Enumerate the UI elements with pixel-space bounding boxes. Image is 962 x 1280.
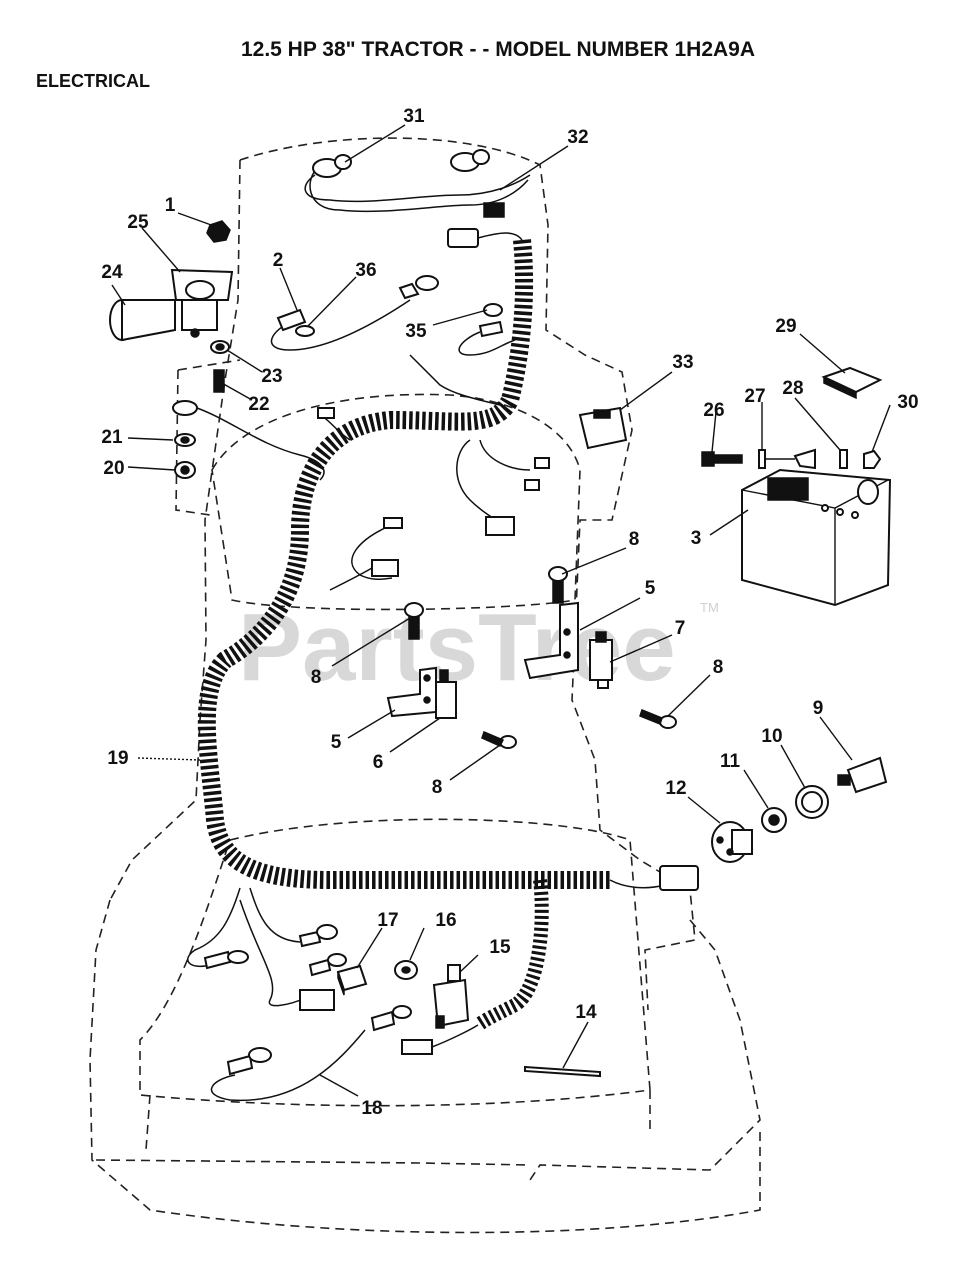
- callout-20: 20: [103, 458, 124, 479]
- callout-35: 35: [405, 321, 427, 342]
- callout-36: 36: [355, 260, 376, 281]
- watermark-trademark: TM: [700, 600, 719, 615]
- callout-16: 16: [435, 910, 456, 931]
- nut-part-30: [863, 449, 882, 469]
- callout-22: 22: [248, 394, 269, 415]
- wire-part-18: [187, 887, 412, 1102]
- callout-29: 29: [775, 316, 796, 337]
- callout-12: 12: [665, 778, 686, 799]
- callout-33: 33: [672, 352, 693, 373]
- callout-5-right: 5: [645, 578, 656, 599]
- callout-32: 32: [567, 127, 588, 148]
- section-label: ELECTRICAL: [36, 71, 150, 91]
- callout-18: 18: [361, 1098, 382, 1119]
- bezel-part-10: [795, 785, 829, 819]
- callout-28: 28: [782, 378, 803, 399]
- callout-2: 2: [273, 250, 284, 271]
- page-title: 12.5 HP 38" TRACTOR - - MODEL NUMBER 1H2…: [241, 38, 755, 61]
- callout-19: 19: [107, 748, 128, 769]
- callout-8-bottom: 8: [432, 777, 443, 798]
- callout-6: 6: [373, 752, 384, 773]
- ground-wire-part-35: [409, 303, 516, 406]
- callout-1: 1: [165, 195, 176, 216]
- bolt-part-22: [213, 369, 225, 393]
- callout-14: 14: [575, 1002, 597, 1023]
- washer-part-27: [758, 449, 795, 469]
- callout-8-top: 8: [629, 529, 640, 550]
- callout-27: 27: [744, 386, 765, 407]
- callout-31: 31: [403, 106, 425, 127]
- callout-8-left: 8: [311, 667, 322, 688]
- key-part-9: [837, 756, 888, 794]
- callout-17: 17: [377, 910, 398, 931]
- light-switch-part-33: [578, 406, 628, 450]
- callout-23: 23: [261, 366, 282, 387]
- leader-lines: [111, 124, 891, 1097]
- battery-part-3: [741, 468, 892, 607]
- callout-10: 10: [761, 726, 782, 747]
- washer-part-23: [210, 340, 230, 354]
- ground-wire-part-2: [270, 275, 439, 351]
- bracket-part-5-left: [386, 666, 437, 718]
- headlight-bulb-part-31: [312, 149, 490, 178]
- bolt-part-26: [701, 451, 743, 467]
- callout-8-right: 8: [713, 657, 724, 678]
- interlock-switch-part-6: [435, 669, 457, 719]
- callout-15: 15: [489, 937, 511, 958]
- ground-wire: [196, 407, 325, 481]
- connector-part-17: [336, 964, 368, 996]
- callout-25: 25: [127, 212, 149, 233]
- bolt-part-8-lower: [481, 730, 517, 749]
- interlock-switch-part-7: [589, 631, 613, 689]
- bolt-part-8-upper: [548, 566, 568, 604]
- callout-30: 30: [897, 392, 918, 413]
- callout-24: 24: [101, 262, 123, 283]
- ignition-switch-part-12: [711, 821, 753, 863]
- callout-numbers: 31 32 1 25 24 2 36 35 23 22 21 20 33 29 …: [101, 106, 918, 1119]
- terminal-part-28: [793, 448, 848, 470]
- callout-9: 9: [813, 698, 824, 719]
- battery-cover-part-29: [821, 366, 883, 400]
- callout-5-left: 5: [331, 732, 342, 753]
- harness-plug: [659, 865, 699, 891]
- callout-11: 11: [720, 751, 741, 772]
- nut-part-11: [761, 807, 787, 833]
- headlight-harness-part-32: [304, 167, 531, 248]
- nut-part-20: [174, 461, 196, 479]
- bracket-part-5-right: [523, 601, 579, 680]
- terminal-boot-part-24: [109, 299, 176, 342]
- callout-26: 26: [703, 400, 724, 421]
- solenoid-part-25: [170, 268, 234, 338]
- tie-strap-part-14: [524, 1065, 601, 1078]
- callout-7: 7: [675, 618, 686, 639]
- harness-connectors: [317, 407, 550, 591]
- callout-21: 21: [101, 427, 123, 448]
- bolt-part-8-left: [404, 602, 424, 640]
- tractor-body-outline: [89, 137, 761, 1234]
- callout-3: 3: [691, 528, 702, 549]
- seat-switch-part-15: [401, 964, 479, 1055]
- nut-part-16: [394, 960, 418, 980]
